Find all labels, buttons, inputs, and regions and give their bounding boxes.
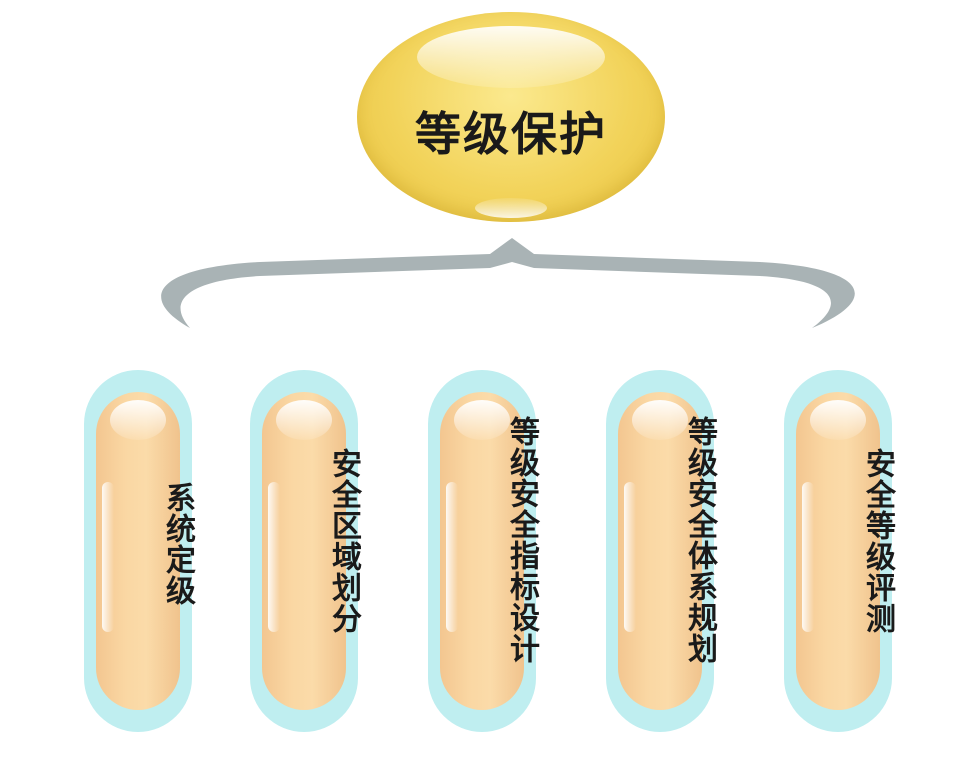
child-node-4-highlight <box>632 400 688 440</box>
child-node-2-label: 安全区域划分 <box>326 448 361 634</box>
child-node-2-body <box>262 392 346 710</box>
child-node-2: 安全区域划分 <box>250 370 361 732</box>
root-label: 等级保护 <box>415 107 607 161</box>
child-node-4-body <box>618 392 702 710</box>
child-node-1-side-highlight <box>102 482 114 632</box>
child-node-4-side-highlight <box>624 482 636 632</box>
child-node-5-highlight <box>810 400 866 440</box>
child-node-5: 安全等级评测 <box>784 370 895 732</box>
child-node-5-body <box>796 392 880 710</box>
root-gloss-bottom <box>475 198 547 218</box>
child-node-4: 等级安全体系规划 <box>606 370 717 732</box>
child-node-4-label: 等级安全体系规划 <box>682 416 717 664</box>
child-node-3-side-highlight <box>446 482 458 632</box>
child-node-3-highlight <box>454 400 510 440</box>
child-node-1: 系统定级 <box>84 370 195 732</box>
brace-shape <box>161 238 855 328</box>
child-node-3-body <box>440 392 524 710</box>
child-node-3: 等级安全指标设计 <box>428 370 539 732</box>
child-node-5-side-highlight <box>802 482 814 632</box>
child-node-2-side-highlight <box>268 482 280 632</box>
root-node: 等级保护 <box>357 12 665 222</box>
child-node-2-highlight <box>276 400 332 440</box>
child-node-1-highlight <box>110 400 166 440</box>
root-gloss-highlight <box>417 26 605 88</box>
child-node-1-body <box>96 392 180 710</box>
child-node-5-label: 安全等级评测 <box>860 448 895 634</box>
child-node-1-label: 系统定级 <box>160 482 195 606</box>
child-node-3-label: 等级安全指标设计 <box>504 416 539 664</box>
